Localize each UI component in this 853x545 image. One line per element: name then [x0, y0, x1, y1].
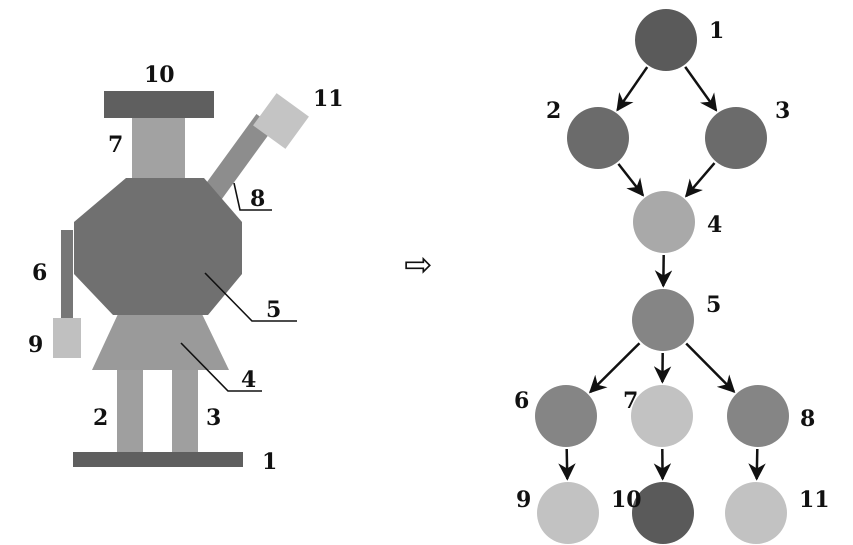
graph-node-11	[725, 482, 787, 544]
graph-edge-8-11	[748, 448, 766, 481]
graph-node-label-4: 4	[707, 212, 722, 238]
object-part-base	[73, 452, 243, 467]
object-part-left-rod	[61, 230, 73, 320]
object-part-right-block	[253, 93, 309, 149]
graph-edge-1-3	[684, 66, 718, 112]
graph-edge-5-6	[588, 342, 641, 394]
object-part-body	[74, 178, 242, 315]
graph-node-5	[632, 289, 694, 351]
graph-edge-2-4	[617, 163, 645, 197]
leader-line-5	[204, 272, 297, 322]
graph-edges	[558, 66, 766, 481]
transform-arrow-icon: ⇨	[404, 245, 433, 285]
object-label-5: 5	[266, 297, 281, 323]
object-label-7: 7	[108, 132, 123, 158]
graph-edge-6-9	[558, 448, 576, 481]
leader-line-4	[180, 342, 262, 392]
object-part-skirt	[92, 314, 229, 370]
graph-edge-5-8	[685, 342, 736, 394]
object-figure	[53, 91, 309, 467]
object-part-neck	[132, 118, 185, 180]
graph-labels: 1 2 3 4 5 6 7 8 9 10 11	[514, 18, 830, 513]
graph-node-label-11: 11	[799, 487, 830, 513]
graph-node-label-3: 3	[775, 98, 790, 124]
object-part-leg-left	[117, 365, 143, 453]
graph-node-1	[635, 9, 697, 71]
object-label-11: 11	[313, 86, 344, 112]
object-label-4: 4	[241, 367, 256, 393]
graph-node-label-9: 9	[516, 487, 531, 513]
object-part-left-block	[53, 318, 81, 358]
graph-node-label-2: 2	[546, 98, 561, 124]
graph-node-6	[535, 385, 597, 447]
graph-node-2	[567, 107, 629, 169]
graph-nodes	[535, 9, 789, 544]
object-part-leg-right	[172, 365, 198, 453]
graph-node-9	[537, 482, 599, 544]
object-label-1: 1	[262, 449, 277, 475]
leader-line-8	[233, 182, 272, 211]
object-label-10: 10	[144, 62, 175, 88]
graph-node-4	[633, 191, 695, 253]
graph-node-label-7: 7	[623, 388, 638, 414]
object-label-6: 6	[32, 260, 47, 286]
graph-node-8	[727, 385, 789, 447]
graph-node-label-5: 5	[706, 292, 721, 318]
graph-node-label-1: 1	[709, 18, 724, 44]
object-label-8: 8	[250, 186, 265, 212]
graph-node-label-10: 10	[611, 487, 642, 513]
graph-node-10	[632, 482, 694, 544]
graph-node-label-8: 8	[800, 406, 815, 432]
object-label-3: 3	[206, 405, 221, 431]
object-part-top-plate	[104, 91, 214, 118]
graph-node-3	[705, 107, 767, 169]
graph-node-7	[631, 385, 693, 447]
object-label-9: 9	[28, 332, 43, 358]
object-label-2: 2	[93, 405, 108, 431]
graph-edge-1-2	[616, 66, 649, 112]
graph-edge-3-4	[684, 162, 716, 198]
graph-node-label-6: 6	[514, 388, 529, 414]
